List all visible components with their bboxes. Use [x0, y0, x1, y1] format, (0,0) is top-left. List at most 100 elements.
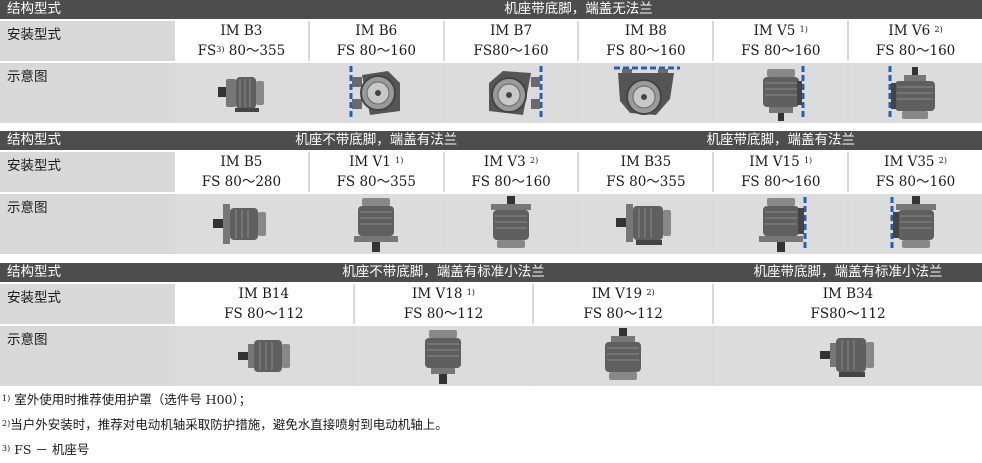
diagram-cell — [579, 194, 713, 254]
motor-vertical-flange-wall-icon — [890, 196, 936, 251]
motor-end-wall-icon — [349, 66, 401, 120]
mount-cell: IM V18 1) FS 80～112 — [354, 284, 533, 324]
fs-range: FS 80～112 — [403, 306, 484, 322]
motor-vertical-flange-wall-icon — [758, 197, 807, 252]
structure-label: 结构型式 — [7, 132, 61, 148]
diagram-cell — [444, 63, 578, 123]
mount-cell: IM V1 1) FS 80～355 — [309, 152, 443, 192]
footnote-marker: 2) — [2, 419, 11, 428]
footnote-text: 室外使用时推荐使用护罩（选件号 H00）； — [14, 392, 252, 407]
diagram-cell — [175, 194, 308, 254]
section-3-group-right: 机座带底脚，端盖有标准小法兰 — [753, 264, 943, 280]
section-1-mounting-row: 安装型式 IM B3 FS3) 80～355 IM B6 FS 80～160 I… — [0, 21, 982, 61]
motor-end-wall-icon — [489, 66, 543, 120]
mount-cell: IM V35 2) FS 80～160 — [849, 152, 982, 192]
fs-range: FS 80～160 — [741, 43, 821, 59]
section-2-mounting-row: 安装型式 IM B5 FS 80～280 IM V1 1) FS 80～355 … — [0, 152, 982, 192]
diagram-cell — [354, 326, 533, 386]
fs-range: FS 80～160 — [336, 43, 416, 59]
mount-cell: IM B6 FS 80～160 — [309, 21, 443, 61]
motor-foot-side-icon — [218, 77, 265, 112]
motor-end-ceiling-icon — [613, 66, 680, 115]
footnote-marker: 3) — [2, 444, 11, 453]
footnote-ref: 2) — [934, 25, 943, 34]
mount-cell: IM B35 FS 80～355 — [579, 152, 713, 192]
diagram-cell — [309, 194, 443, 254]
footnote-ref: 2) — [530, 156, 539, 165]
fs-range: FS80～160 — [473, 43, 549, 59]
section-2-group-left: 机座不带底脚，端盖有法兰 — [295, 132, 458, 148]
fs-range: FS 80～355 — [606, 174, 686, 190]
motor-vertical-flange-icon — [354, 198, 399, 252]
section-3-mounting-row: 安装型式 IM B14 FS 80～112 IM V18 1) FS 80～11… — [0, 284, 982, 324]
motor-vertical-flange-icon — [491, 196, 532, 248]
fs-range: FS 80～280 — [201, 174, 282, 190]
mount-name: IM B6 — [355, 23, 398, 39]
diagram-cell — [579, 63, 713, 123]
section-2-header: 结构型式 机座不带底脚，端盖有法兰 机座带底脚，端盖有法兰 — [0, 131, 982, 150]
section-1-diagram-row: 示意图 — [0, 63, 982, 123]
mount-cell: IM B14 FS 80～112 — [175, 284, 353, 324]
section-3-header: 结构型式 机座不带底脚，端盖有标准小法兰 机座带底脚，端盖有标准小法兰 — [0, 263, 982, 282]
diagram-cell — [444, 194, 578, 254]
fs-range: FS 80～112 — [224, 306, 304, 322]
mount-name: IM B5 — [220, 154, 263, 170]
mount-name: IM B14 — [238, 286, 290, 302]
diagram-cell — [849, 194, 982, 254]
mounting-label: 安装型式 — [7, 158, 61, 174]
footnote-ref: 2) — [938, 156, 948, 165]
diagram-cell — [175, 326, 353, 386]
section-2-group-right: 机座带底脚，端盖有法兰 — [706, 132, 856, 148]
footnotes: 1) 室外使用时推荐使用护罩（选件号 H00）； 2)当户外安装时，推荐对电动机… — [0, 390, 448, 463]
diagram-cell — [309, 63, 443, 123]
diagram-cell — [175, 63, 308, 123]
mount-cell: IM B8 FS 80～160 — [579, 21, 713, 61]
diagram-cell — [849, 63, 982, 123]
fs-range: FS80～112 — [810, 306, 886, 322]
fs-range: FS 80～160 — [471, 174, 551, 190]
section-1-group-title: 机座带底脚，端盖无法兰 — [504, 1, 653, 17]
motor-vertical-small-flange-icon — [605, 328, 642, 380]
section-1-header: 结构型式 机座带底脚，端盖无法兰 — [0, 0, 982, 19]
section-2-diagram-row: 示意图 — [0, 194, 982, 254]
fs-range: FS 80～160 — [875, 174, 956, 190]
mount-cell: IM V15 1) FS 80～160 — [714, 152, 848, 192]
fs-range: 80～355 — [224, 43, 286, 59]
section-1: 结构型式 机座带底脚，端盖无法兰 安装型式 IM B3 FS3) 80～355 … — [0, 0, 982, 123]
mount-cell: IM B34 FS80～112 — [714, 284, 982, 324]
motor-small-flange-icon — [237, 340, 290, 372]
fs-range: FS 80～160 — [875, 43, 956, 59]
fs-prefix: FS — [197, 43, 217, 59]
mount-name: IM V18 — [412, 286, 463, 302]
section-3-group-left: 机座不带底脚，端盖有标准小法兰 — [342, 264, 545, 280]
footnote-ref: 1) — [799, 25, 808, 34]
mounting-label: 安装型式 — [7, 290, 61, 306]
motor-vertical-wall-icon — [762, 66, 805, 121]
footnote-text: FS － 机座号 — [14, 442, 90, 457]
footnote: 3) FS － 机座号 — [0, 440, 448, 463]
motor-vertical-small-flange-icon — [425, 330, 462, 384]
fs-range: FS 80～355 — [336, 174, 416, 190]
fs-range: FS 80～160 — [741, 174, 821, 190]
diagram-label: 示意图 — [7, 200, 48, 216]
motor-small-flange-foot-icon — [820, 338, 874, 377]
mount-name: IM V6 — [888, 23, 931, 39]
mount-name: IM B35 — [620, 154, 672, 170]
section-3-diagram-row: 示意图 — [0, 326, 982, 386]
mounting-label: 安装型式 — [7, 27, 61, 43]
footnote-ref: 1) — [466, 288, 475, 297]
footnote-marker: 1) — [2, 394, 11, 403]
footnote-ref: 3) — [216, 45, 225, 54]
section-3: 结构型式 机座不带底脚，端盖有标准小法兰 机座带底脚，端盖有标准小法兰 安装型式… — [0, 263, 982, 386]
mount-name: IM V15 — [749, 154, 800, 170]
diagram-cell — [714, 194, 848, 254]
mount-cell: IM B7 FS80～160 — [444, 21, 578, 61]
diagram-cell — [534, 326, 712, 386]
structure-label: 结构型式 — [7, 1, 61, 17]
mount-name: IM B7 — [490, 23, 533, 39]
mount-name: IM V19 — [591, 286, 643, 302]
diagram-label: 示意图 — [7, 332, 48, 348]
motor-flange-foot-icon — [615, 204, 671, 245]
fs-range: FS 80～160 — [606, 43, 686, 59]
mount-cell: IM V5 1) FS 80～160 — [714, 21, 848, 61]
